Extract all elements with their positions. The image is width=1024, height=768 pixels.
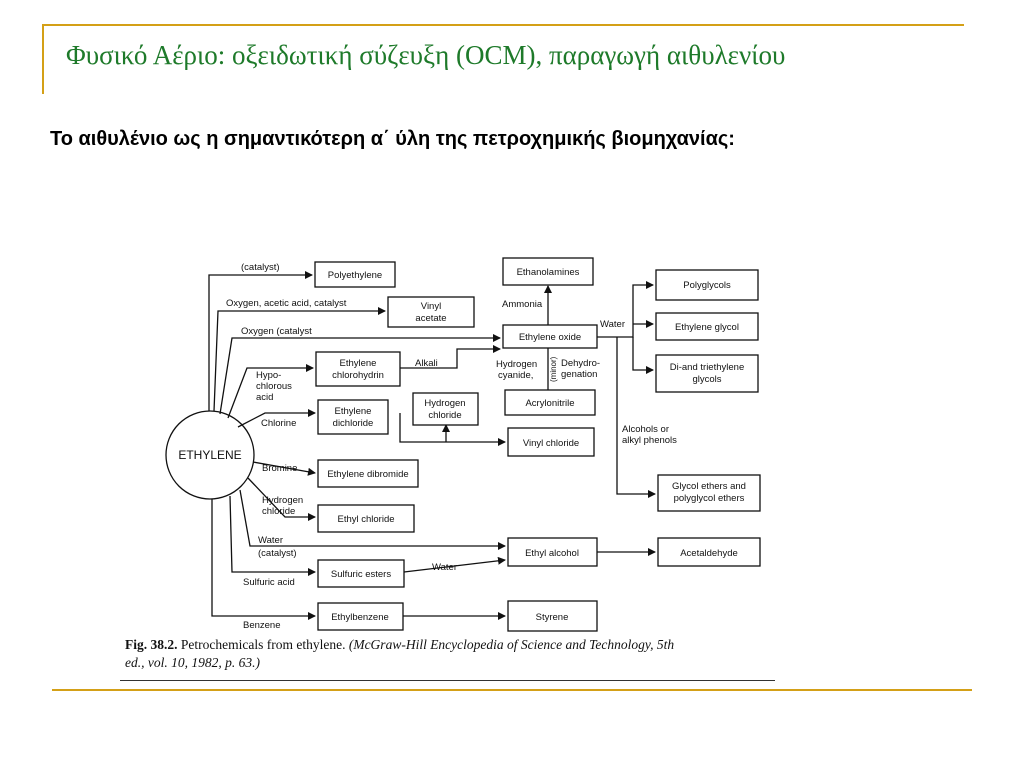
- label-alkali: Alkali: [415, 358, 438, 369]
- box-sulfuric-esters: Sulfuric esters: [317, 559, 405, 588]
- box-glycol-ethers: Glycol ethers and polyglycol ethers: [657, 474, 761, 512]
- label-hypochlorous-2: chlorous: [256, 381, 292, 392]
- svg-text:Ethylbenzene: Ethylbenzene: [331, 612, 389, 623]
- label-water-2: (catalyst): [258, 548, 297, 559]
- svg-text:Acrylonitrile: Acrylonitrile: [525, 398, 574, 409]
- label-water-esters: Water: [432, 562, 457, 573]
- svg-text:glycols: glycols: [692, 374, 721, 385]
- box-ethylbenzene: Ethylbenzene: [317, 602, 404, 631]
- box-acrylonitrile: Acrylonitrile: [504, 389, 596, 416]
- box-ethylene-oxide: Ethylene oxide: [502, 324, 598, 349]
- svg-text:Ethylene glycol: Ethylene glycol: [675, 322, 739, 333]
- slide-title: Φυσικό Αέριο: οξειδωτική σύζευξη (OCM), …: [66, 40, 786, 70]
- svg-text:Polyglycols: Polyglycols: [683, 280, 731, 291]
- label-alcohols-1: Alcohols or: [622, 424, 669, 435]
- label-hydrogen-cyanide-2: cyanide,: [498, 370, 533, 381]
- svg-text:Polyethylene: Polyethylene: [328, 270, 382, 281]
- svg-text:chloride: chloride: [428, 410, 461, 421]
- box-ethylene-glycol: Ethylene glycol: [655, 312, 759, 341]
- label-hydrogen-chloride-2: chloride: [262, 506, 295, 517]
- label-hydrogen-cyanide-1: Hydrogen: [496, 359, 537, 370]
- svg-text:Ethanolamines: Ethanolamines: [517, 267, 580, 278]
- caption-text: Petrochemicals from ethylene.: [180, 637, 346, 652]
- caption-source-2: ed., vol. 10, 1982, p. 63.): [125, 655, 260, 670]
- box-ethylene-dibromide: Ethylene dibromide: [317, 459, 419, 488]
- svg-text:acetate: acetate: [415, 313, 446, 324]
- svg-text:Hydrogen: Hydrogen: [424, 398, 465, 409]
- box-styrene: Styrene: [507, 600, 598, 632]
- box-ethanolamines: Ethanolamines: [502, 257, 594, 286]
- box-hydrogen-chloride: Hydrogen chloride: [412, 392, 479, 426]
- box-ethylene-chlorohydrin: Ethylene chlorohydrin: [315, 351, 401, 387]
- label-catalyst: (catalyst): [241, 262, 280, 273]
- label-ammonia: Ammonia: [502, 299, 543, 310]
- svg-text:Vinyl: Vinyl: [421, 301, 441, 312]
- label-benzene: Benzene: [243, 620, 281, 631]
- bottom-accent-rule: [52, 689, 972, 691]
- svg-text:Ethylene: Ethylene: [340, 358, 377, 369]
- label-minor: (minor): [549, 356, 558, 382]
- left-accent-rule: [42, 24, 44, 94]
- top-accent-rule: [42, 24, 964, 26]
- label-oxygen-acetic: Oxygen, acetic acid, catalyst: [226, 298, 347, 309]
- box-ethylene-dichloride: Ethylene dichloride: [317, 399, 389, 435]
- label-hypochlorous-1: Hypo-: [256, 370, 281, 381]
- label-sulfuric-acid: Sulfuric acid: [243, 577, 295, 588]
- box-ethyl-chloride: Ethyl chloride: [317, 504, 415, 533]
- box-ethyl-alcohol: Ethyl alcohol: [507, 537, 598, 567]
- label-chlorine: Chlorine: [261, 418, 296, 429]
- label-dehydrogenation-1: Dehydro-: [561, 358, 600, 369]
- caption-source-1: (McGraw-Hill Encyclopedia of Science and…: [348, 637, 675, 652]
- ethylene-circle: [165, 410, 255, 500]
- box-di-triethylene-glycols: Di-and triethylene glycols: [655, 354, 759, 393]
- svg-text:Ethylene oxide: Ethylene oxide: [519, 332, 581, 343]
- svg-text:Glycol ethers and: Glycol ethers and: [672, 481, 746, 492]
- svg-text:Styrene: Styrene: [536, 612, 569, 623]
- label-hydrogen-chloride-1: Hydrogen: [262, 495, 303, 506]
- caption-rule: [120, 680, 775, 681]
- internal-connectors: [399, 281, 656, 620]
- label-bromine: Bromine: [262, 463, 297, 474]
- svg-text:dichloride: dichloride: [333, 418, 374, 429]
- label-alcohols-2: alkyl phenols: [622, 435, 677, 446]
- label-dehydrogenation-2: genation: [561, 369, 597, 380]
- box-vinyl-chloride: Vinyl chloride: [507, 427, 595, 457]
- box-vinyl-acetate: Vinyl acetate: [387, 296, 475, 328]
- box-acetaldehyde: Acetaldehyde: [657, 537, 761, 567]
- svg-text:chlorohydrin: chlorohydrin: [332, 370, 384, 381]
- slide-subtitle: Το αιθυλένιο ως η σημαντικότερη α΄ ύλη τ…: [50, 128, 735, 150]
- left-branches: [208, 271, 506, 620]
- label-water-1: Water: [258, 535, 283, 546]
- caption-fig: Fig. 38.2.: [125, 637, 178, 652]
- label-hypochlorous-3: acid: [256, 392, 273, 403]
- svg-text:Ethyl alcohol: Ethyl alcohol: [525, 548, 579, 559]
- box-polyethylene: Polyethylene: [314, 261, 396, 288]
- label-oxygen-catalyst: Oxygen (catalyst: [241, 326, 312, 337]
- svg-text:Di-and triethylene: Di-and triethylene: [670, 362, 744, 373]
- svg-text:Vinyl chloride: Vinyl chloride: [523, 438, 579, 449]
- reagent-labels: (catalyst) Oxygen, acetic acid, catalyst…: [226, 262, 677, 631]
- svg-text:Sulfuric esters: Sulfuric esters: [331, 569, 391, 580]
- svg-text:polyglycol ethers: polyglycol ethers: [674, 493, 745, 504]
- figure-caption: Fig. 38.2. Petrochemicals from ethylene.…: [125, 636, 775, 672]
- svg-text:Ethylene dibromide: Ethylene dibromide: [327, 469, 408, 480]
- svg-text:Acetaldehyde: Acetaldehyde: [680, 548, 738, 559]
- svg-text:Ethyl chloride: Ethyl chloride: [337, 514, 394, 525]
- svg-text:Ethylene: Ethylene: [335, 406, 372, 417]
- ethylene-center-label: ETHYLENE: [178, 448, 241, 462]
- box-polyglycols: Polyglycols: [655, 269, 759, 301]
- label-water-eo: Water: [600, 319, 625, 330]
